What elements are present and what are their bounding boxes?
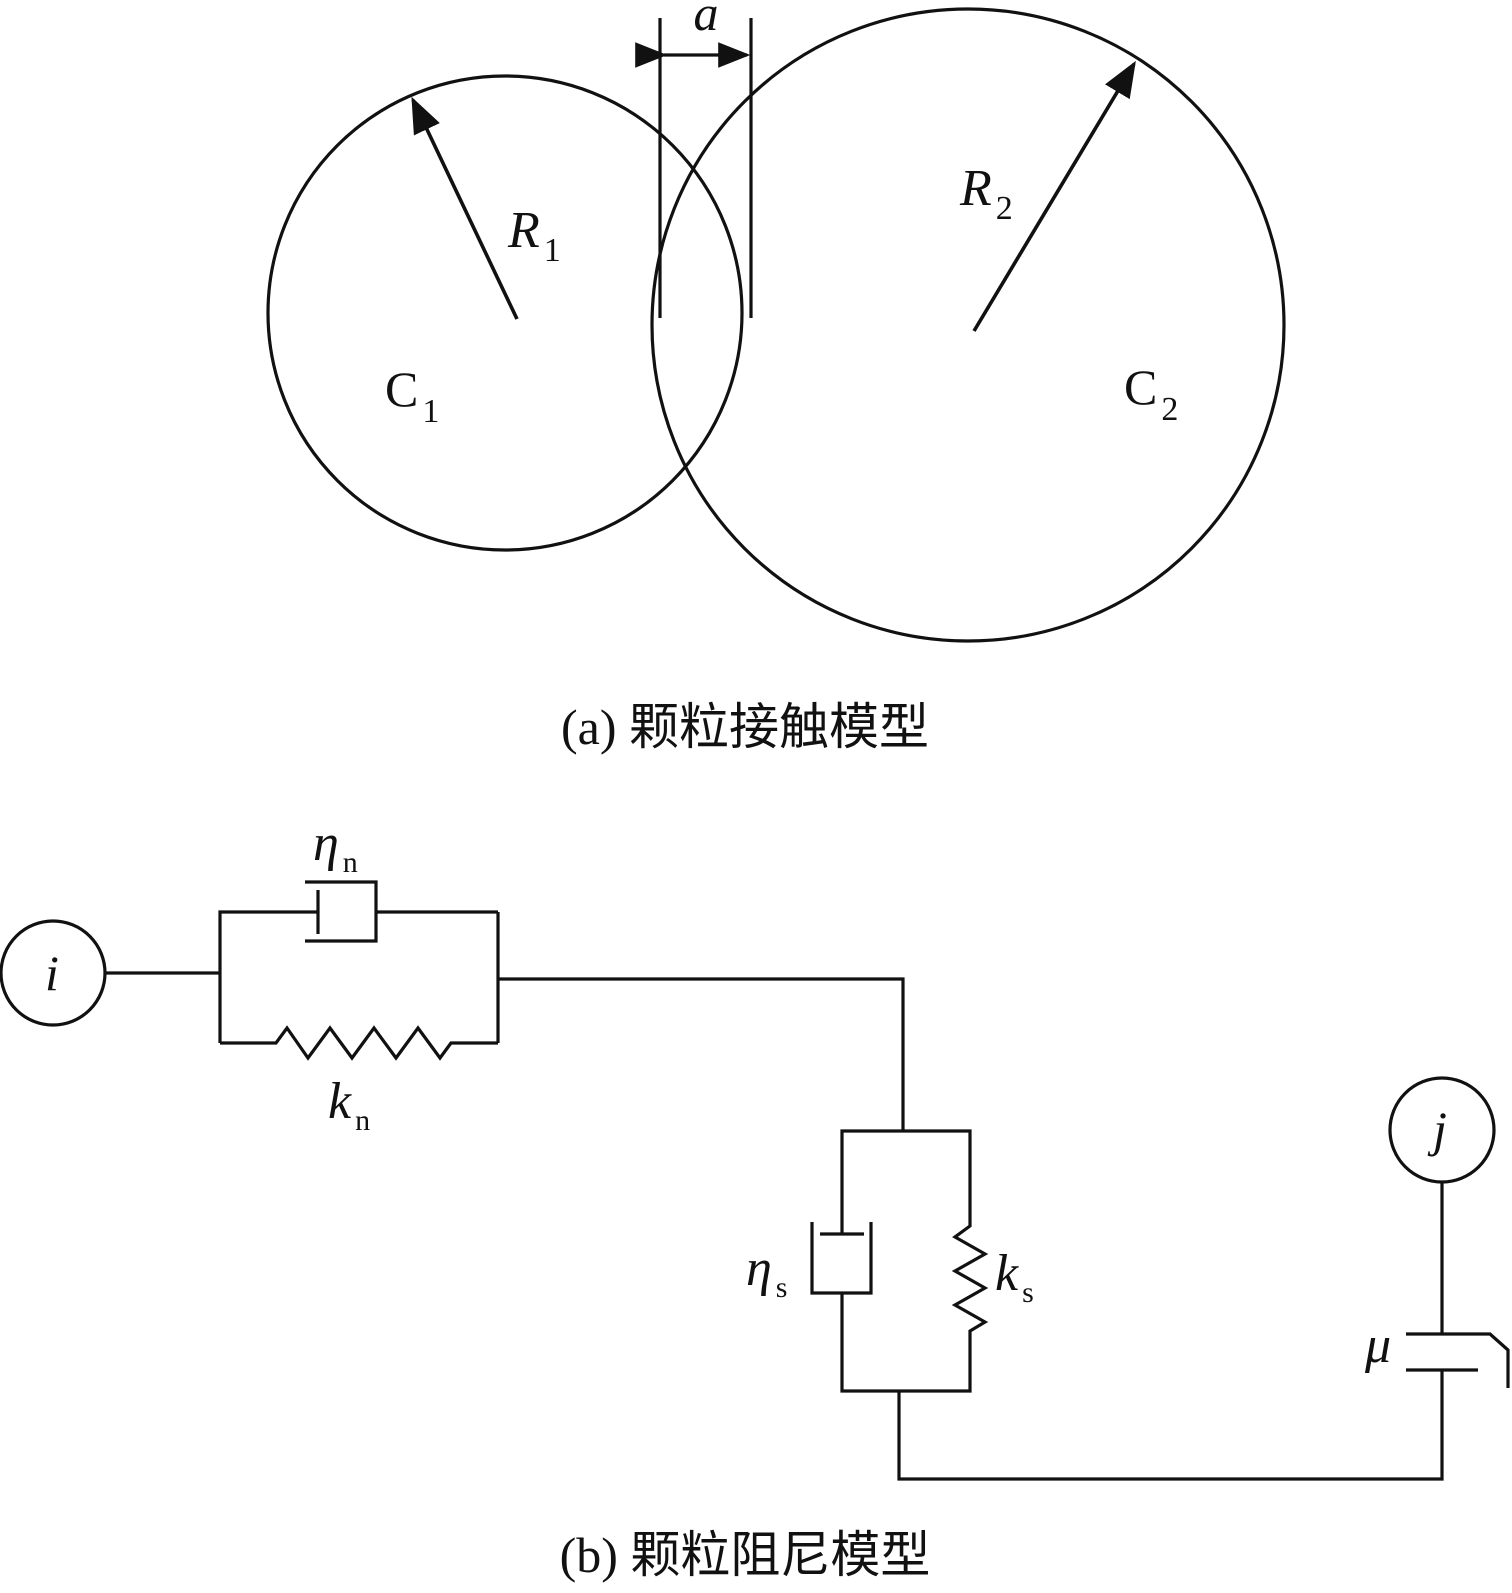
particle-c1-circle [266,74,744,552]
connector-shear-to-friction [897,1370,1444,1481]
k-n-label: k n [328,1073,370,1137]
k-s-label: k s [995,1245,1034,1309]
radius2-label: R 2 [959,160,1013,227]
shear-branch-frame-bottom [840,1293,972,1393]
panel-b-damping-model: i η n k n η s [0,815,1510,1583]
friction-mu-label: μ [1364,1317,1391,1374]
center2-label: C 2 [1124,359,1178,428]
shear-branch-frame [840,1129,972,1234]
connector-normal-to-shear [498,977,905,1131]
friction-slider [1406,1182,1510,1388]
normal-branch-frame-top [218,910,318,1043]
shear-dashpot [810,1222,873,1295]
node-j-circle [1388,1076,1496,1184]
panel-a-contact-model: a R 1 R 2 C 1 C 2 (a) 颗粒接触模型 [266,0,1286,755]
eta-s-label: η s [746,1240,787,1304]
panel-b-caption: (b) 颗粒阻尼模型 [560,1527,931,1583]
center1-label: C 1 [385,361,439,430]
eta-n-label: η n [313,815,358,879]
radius1-arrow [411,96,519,320]
overlap-label: a [694,0,719,41]
normal-spring [220,1025,498,1061]
particle-c2-circle [650,7,1286,643]
radius1-label: R 1 [507,202,561,269]
shear-spring [951,1216,989,1336]
radius2-arrow [972,60,1136,332]
node-i-label: i [45,945,59,1001]
panel-a-caption: (a) 颗粒接触模型 [561,699,929,755]
normal-dashpot [305,880,378,943]
node-j-label: j [1427,1101,1447,1157]
